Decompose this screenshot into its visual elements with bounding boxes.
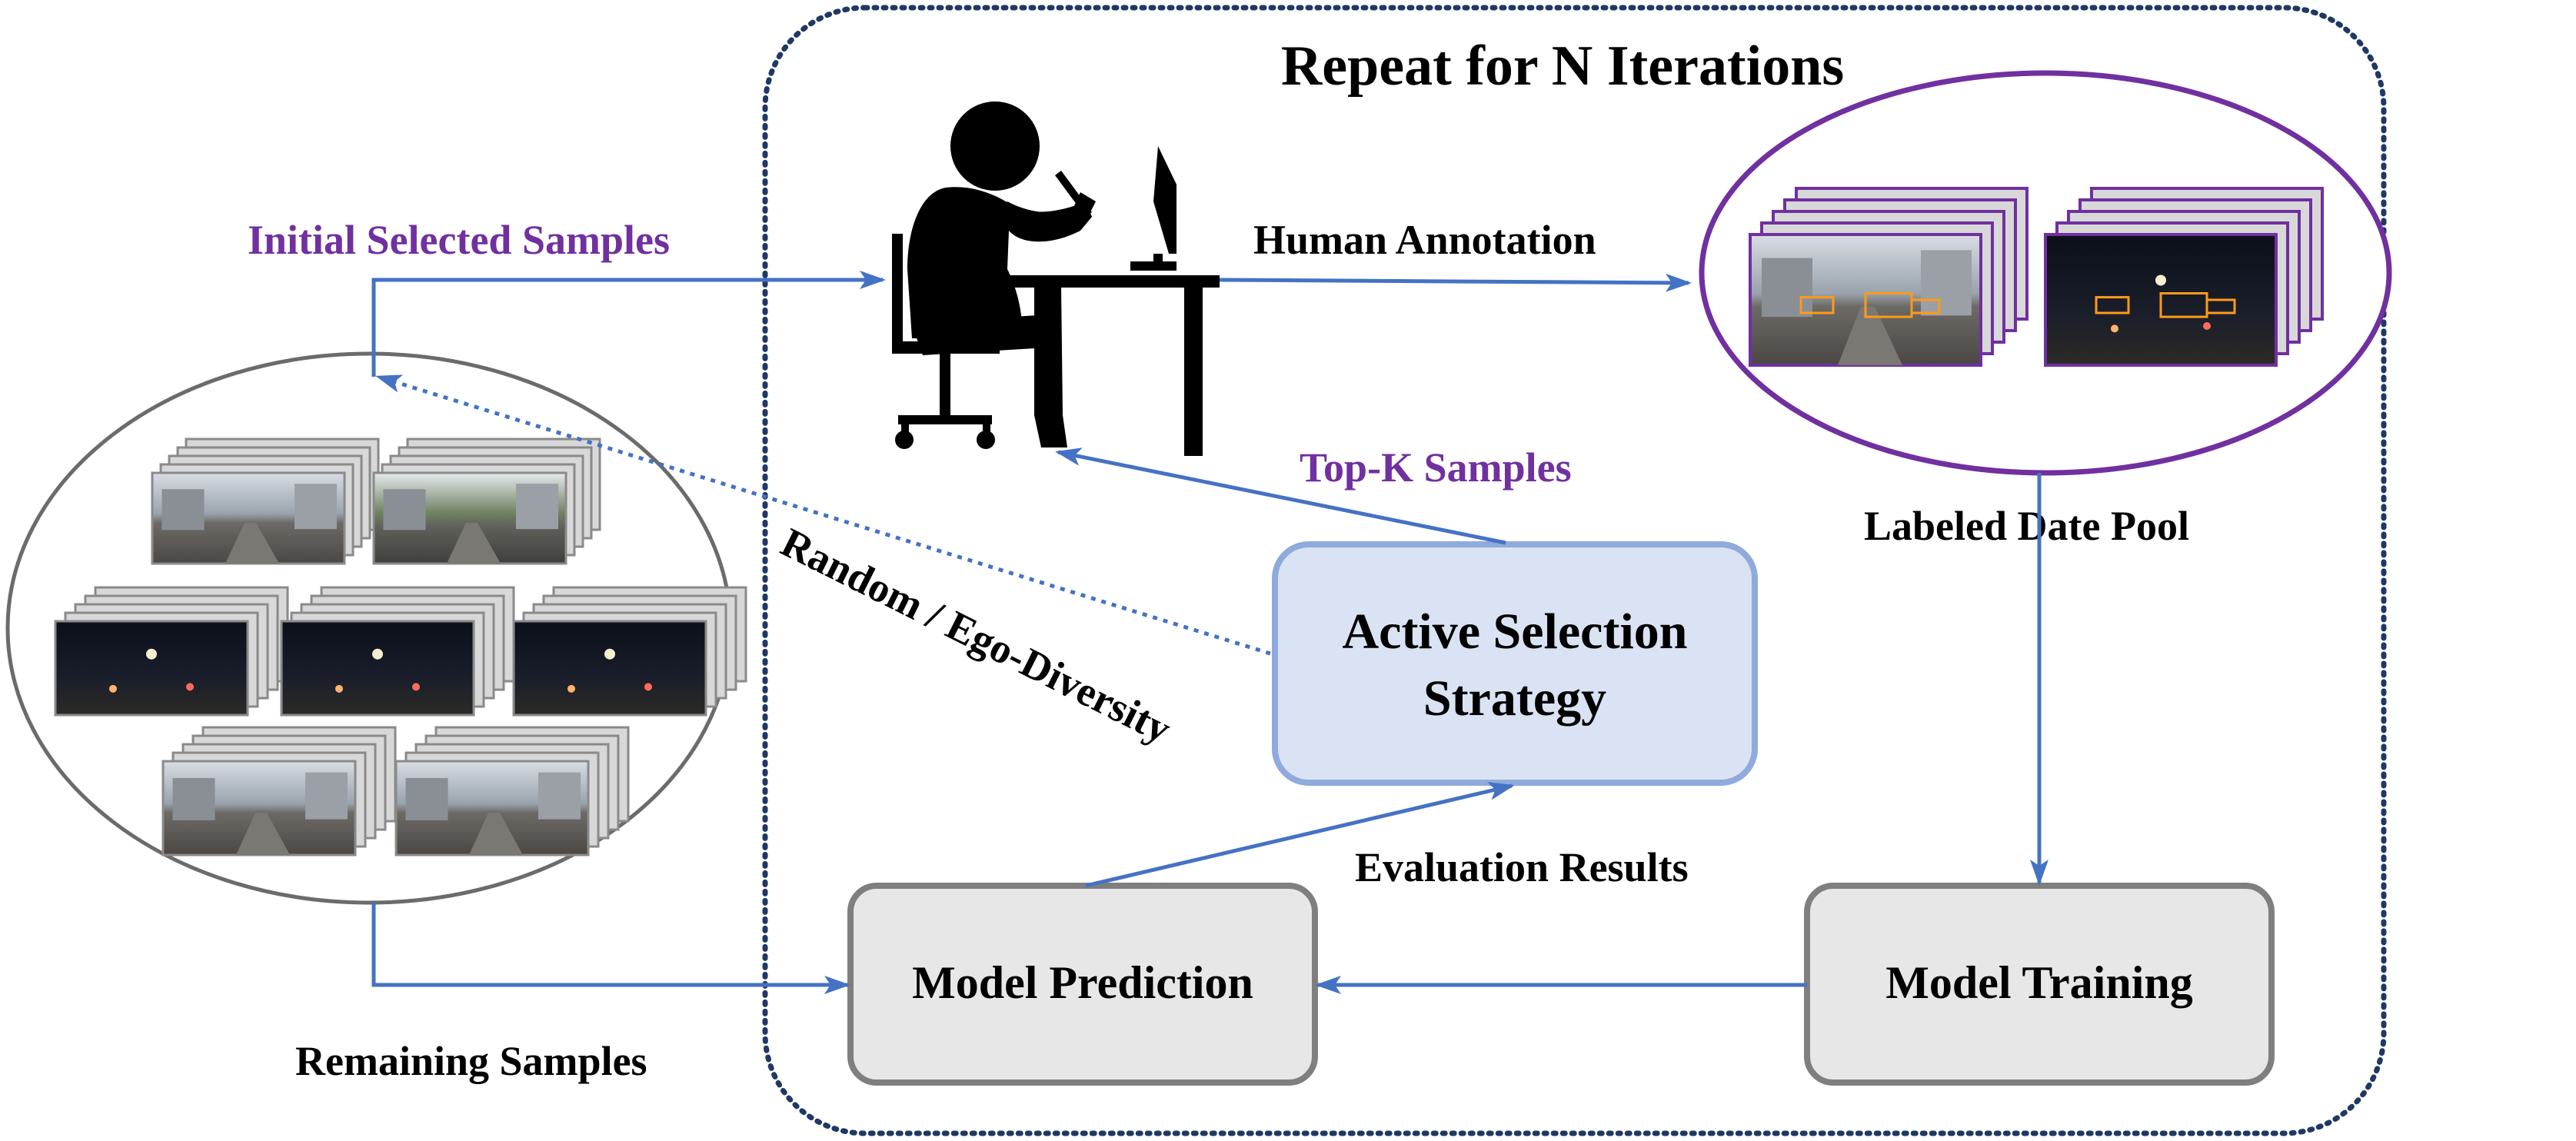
model-prediction-label: Model Prediction: [912, 957, 1253, 1008]
image-stack: [54, 586, 289, 717]
labeled-pool-label: Labeled Date Pool: [1864, 503, 2189, 549]
arrow-human-annotation: [1219, 273, 1692, 292]
arrows: [371, 271, 2048, 994]
labeled-image-stack: [1749, 187, 2029, 367]
unlabeled-image-pool: [5, 351, 747, 905]
top-k-label: Top-K Samples: [1300, 444, 1572, 491]
image-stack: [161, 726, 397, 857]
human-annotation-label: Human Annotation: [1253, 217, 1596, 263]
repeat-title: Repeat for N Iterations: [1281, 35, 1844, 98]
image-stack: [512, 586, 747, 717]
arrow-initial-selected: [371, 271, 886, 377]
image-stack: [280, 586, 515, 717]
arrow-remaining-samples: [371, 903, 850, 994]
iteration-region: [762, 5, 2387, 1136]
model-training-box: Model Training: [1804, 883, 2275, 1086]
arrow-random-ego: [375, 374, 1271, 656]
evaluation-results-label: Evaluation Results: [1355, 844, 1689, 890]
model-prediction-box: Model Prediction: [847, 883, 1318, 1086]
arrow-top-k: [1055, 447, 1506, 545]
person-at-desk-icon: [892, 101, 1220, 456]
image-stack: [394, 726, 630, 857]
active-selection-label-2: Strategy: [1423, 670, 1606, 727]
remaining-samples-label: Remaining Samples: [295, 1038, 647, 1084]
labeled-image-stack: [2044, 187, 2324, 367]
image-stack: [151, 437, 380, 565]
image-stack: [372, 437, 601, 565]
initial-selected-label: Initial Selected Samples: [248, 217, 670, 263]
random-ego-label: Random / Ego-Diversity: [774, 519, 1179, 752]
model-training-label: Model Training: [1885, 957, 2193, 1008]
labeled-image-pool: [1699, 70, 2392, 476]
arrow-evaluation-results: [1085, 782, 1515, 888]
active-selection-box: Active Selection Strategy: [1272, 541, 1758, 786]
active-selection-label-1: Active Selection: [1342, 604, 1687, 660]
